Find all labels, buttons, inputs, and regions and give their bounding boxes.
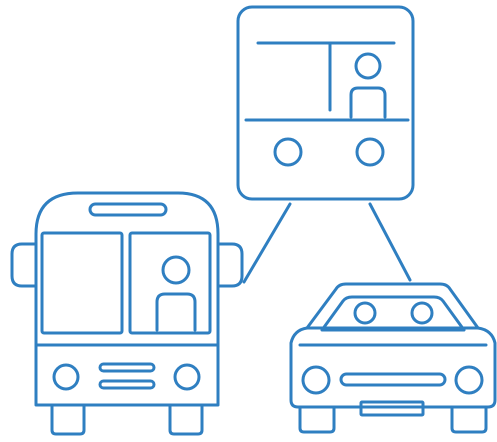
car-icon [291, 284, 495, 432]
bus-grille-top [100, 364, 154, 371]
car-wheel-right [452, 407, 486, 432]
bus-roof-sign [90, 204, 166, 215]
driver-head [163, 257, 189, 283]
train-driver-icon [351, 54, 385, 117]
bus-wheel-left [52, 405, 84, 434]
driver-body [351, 88, 385, 117]
bus-driver-icon [157, 257, 195, 330]
car-headlight-left [303, 367, 329, 393]
car-wheel-left [300, 407, 334, 432]
connector-train-car [370, 204, 410, 280]
car-roof [307, 284, 478, 328]
train-body [238, 7, 413, 199]
bus-headlight-left [54, 365, 78, 389]
train-icon [238, 7, 413, 199]
passenger-head [412, 303, 432, 323]
bus-wheel-right [170, 405, 202, 434]
bus-icon [12, 193, 242, 434]
connector-lines [244, 204, 410, 282]
car-windshield [322, 297, 464, 330]
bus-windshield-left [42, 233, 122, 333]
bus-mirror-left [12, 244, 36, 286]
connector-train-bus [244, 204, 290, 282]
car-passenger-left-icon [355, 303, 375, 323]
car-grille [341, 374, 445, 385]
bus-body [36, 193, 218, 405]
train-headlight-right [357, 139, 383, 165]
bus-grille-bottom [100, 381, 154, 388]
passenger-head [355, 303, 375, 323]
car-headlight-right [456, 367, 482, 393]
driver-head [356, 54, 380, 78]
bus-headlight-right [175, 365, 199, 389]
driver-body [157, 294, 195, 330]
bus-mirror-right [218, 244, 242, 286]
train-headlight-left [275, 139, 301, 165]
car-passenger-right-icon [412, 303, 432, 323]
